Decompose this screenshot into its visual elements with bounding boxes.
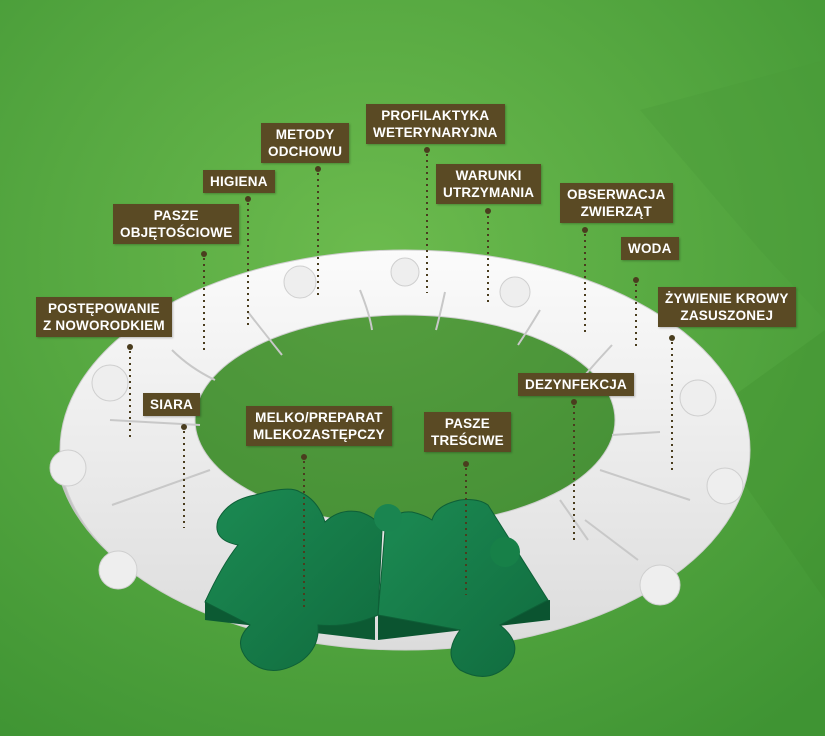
- label-melko-preparat-mlekozastepczy: MELKO/PREPARAT MLEKOZASTĘPCZY: [246, 406, 392, 446]
- puzzle-knobs: [49, 257, 744, 606]
- label-line: ZWIERZĄT: [580, 204, 652, 219]
- label-line: TREŚCIWE: [431, 433, 504, 448]
- puzzle-seams: [109, 289, 691, 561]
- label-line: OBJĘTOŚCIOWE: [120, 225, 233, 240]
- green-puzzle-knob: [374, 504, 402, 532]
- label-line: ŻYWIENIE KROWY: [665, 291, 789, 306]
- label-line: Z NOWORODKIEM: [43, 318, 165, 333]
- green-puzzle-knob: [490, 537, 520, 567]
- label-line: HIGIENA: [210, 174, 268, 189]
- label-line: UTRZYMANIA: [443, 185, 535, 200]
- label-line: ZASUSZONEJ: [680, 308, 774, 323]
- label-warunki-utrzymania: WARUNKI UTRZYMANIA: [436, 164, 542, 204]
- label-line: PASZE: [444, 416, 490, 431]
- label-zywienie-krowy-zasuszonej: ŻYWIENIE KROWY ZASUSZONEJ: [658, 287, 796, 327]
- label-line: OBSERWACJA: [567, 187, 666, 202]
- label-line: PASZE: [153, 208, 199, 223]
- label-pasze-tresciwe: PASZE TREŚCIWE: [424, 412, 511, 452]
- label-line: WETERYNARYJNA: [373, 125, 498, 140]
- label-obserwacja-zwierzat: OBSERWACJA ZWIERZĄT: [560, 183, 673, 223]
- label-line: PROFILAKTYKA: [381, 108, 490, 123]
- leader-dots: [127, 147, 675, 467]
- leader-lines: [129, 148, 673, 610]
- label-woda: WODA: [621, 237, 679, 260]
- background-shape: [640, 60, 825, 320]
- label-line: WODA: [628, 241, 672, 256]
- label-line: MELKO/PREPARAT: [255, 410, 383, 425]
- label-profilaktyka-weterynaryjna: PROFILAKTYKA WETERYNARYJNA: [366, 104, 505, 144]
- label-line: METODY: [275, 127, 335, 142]
- label-higiena: HIGIENA: [203, 170, 275, 193]
- label-pasze-objetosciowe: PASZE OBJĘTOŚCIOWE: [113, 204, 240, 244]
- label-line: SIARA: [150, 397, 194, 412]
- label-siara: SIARA: [143, 393, 201, 416]
- label-line: POSTĘPOWANIE: [47, 301, 160, 316]
- label-dezynfekcja: DEZYNFEKCJA: [518, 373, 634, 396]
- green-puzzle-piece-left: [204, 488, 383, 671]
- label-line: WARUNKI: [455, 168, 522, 183]
- label-line: ODCHOWU: [268, 144, 343, 159]
- label-metody-odchowu: METODY ODCHOWU: [261, 123, 350, 163]
- label-postepowanie-z-noworodkiem: POSTĘPOWANIE Z NOWORODKIEM: [36, 297, 172, 337]
- label-line: DEZYNFEKCJA: [525, 377, 627, 392]
- label-line: MLEKOZASTĘPCZY: [253, 427, 385, 442]
